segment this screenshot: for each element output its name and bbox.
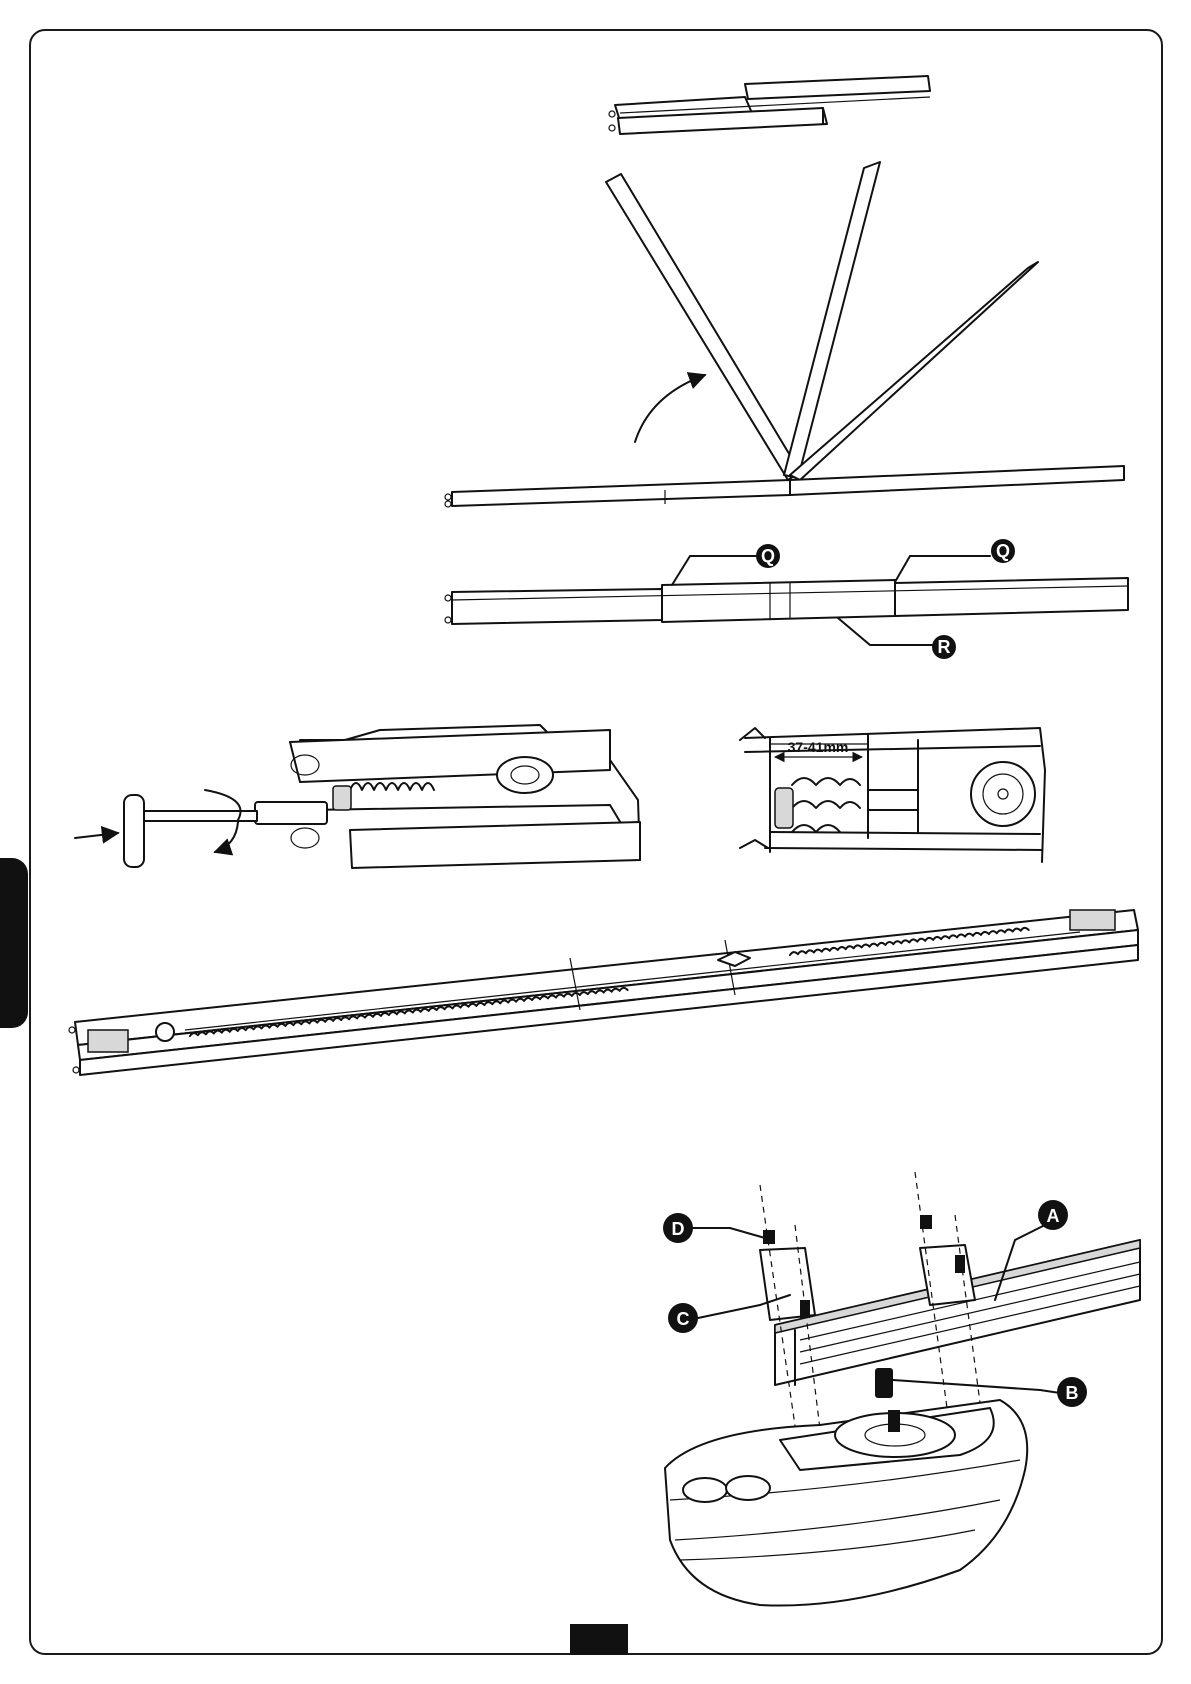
- spring-dimension-detail: 37-41mm: [740, 728, 1045, 862]
- callout-q2: Q: [991, 539, 1015, 563]
- svg-text:D: D: [672, 1219, 685, 1239]
- callout-c: C: [668, 1303, 698, 1333]
- svg-text:R: R: [938, 637, 951, 657]
- full-rail: [69, 910, 1138, 1075]
- svg-text:C: C: [677, 1309, 690, 1329]
- tension-key-detail: [75, 725, 640, 868]
- svg-text:Q: Q: [996, 541, 1010, 561]
- folded-rail: [609, 76, 930, 134]
- dimension-label: 37-41mm: [788, 739, 849, 755]
- callout-a: A: [1038, 1200, 1068, 1230]
- svg-text:B: B: [1066, 1383, 1079, 1403]
- unfolding-rail: [445, 162, 1124, 507]
- svg-text:Q: Q: [761, 546, 775, 566]
- callout-q1: Q: [756, 544, 780, 568]
- callout-b: B: [1057, 1377, 1087, 1407]
- callout-r: R: [932, 635, 956, 659]
- joined-rail: [445, 556, 1128, 645]
- callout-d: D: [663, 1213, 693, 1243]
- svg-text:A: A: [1047, 1206, 1060, 1226]
